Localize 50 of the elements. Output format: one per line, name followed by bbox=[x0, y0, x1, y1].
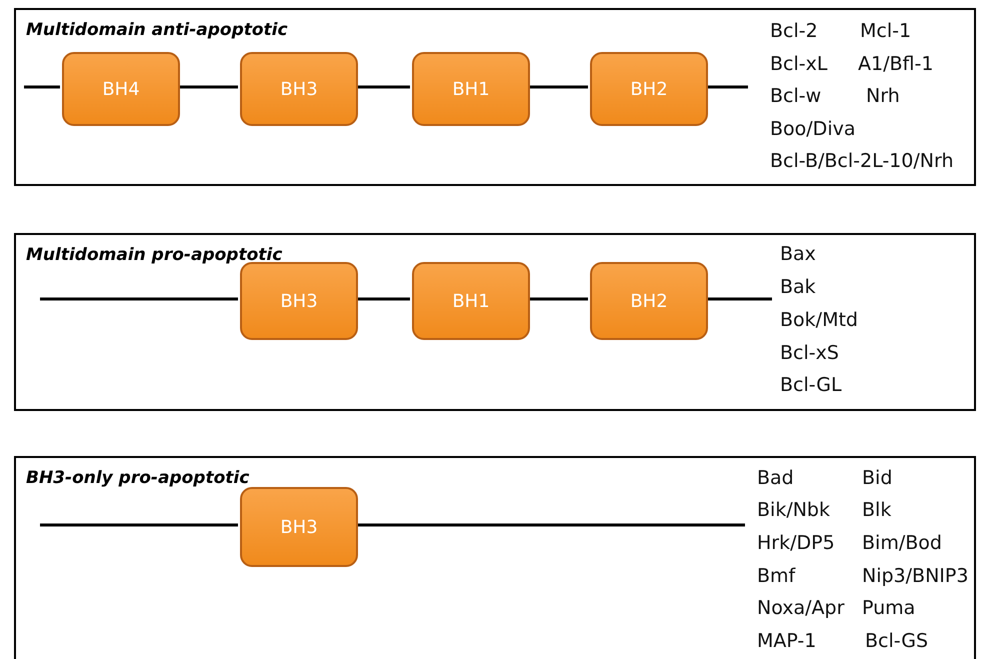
protein-backbone-line bbox=[706, 298, 772, 300]
protein-name: Bcl-B/Bcl-2L-10/Nrh bbox=[770, 150, 954, 172]
protein-name: Bcl-GS bbox=[865, 630, 928, 652]
domain-box: BH2 bbox=[590, 52, 708, 126]
domain-panel bbox=[14, 8, 976, 186]
protein-name: Noxa/Apr bbox=[757, 597, 844, 619]
protein-name: Bmf bbox=[757, 565, 796, 587]
protein-backbone-line bbox=[528, 298, 588, 300]
protein-name: Bcl-GL bbox=[780, 374, 842, 396]
panel-title: Multidomain pro-apoptotic bbox=[26, 245, 282, 265]
domain-box: BH1 bbox=[412, 52, 530, 126]
panel-title: BH3-only pro-apoptotic bbox=[26, 468, 250, 488]
protein-name: Bcl-xS bbox=[780, 342, 839, 364]
protein-name: Bcl-xL bbox=[770, 53, 828, 75]
domain-box: BH3 bbox=[240, 262, 358, 340]
domain-box: BH2 bbox=[590, 262, 708, 340]
domain-box: BH3 bbox=[240, 52, 358, 126]
domain-box: BH4 bbox=[62, 52, 180, 126]
protein-name: Mcl-1 bbox=[860, 20, 912, 42]
protein-name: Bok/Mtd bbox=[780, 309, 858, 331]
protein-name: MAP-1 bbox=[757, 630, 816, 652]
protein-name: Bik/Nbk bbox=[757, 499, 830, 521]
protein-name: Bad bbox=[757, 467, 794, 489]
protein-name: Boo/Diva bbox=[770, 118, 856, 140]
protein-name: Nrh bbox=[866, 85, 900, 107]
protein-backbone-line bbox=[24, 86, 60, 88]
domain-panel bbox=[14, 233, 976, 411]
protein-name: Blk bbox=[862, 499, 892, 521]
domain-box: BH1 bbox=[412, 262, 530, 340]
protein-name: Bax bbox=[780, 243, 816, 265]
protein-name: A1/Bfl-1 bbox=[858, 53, 934, 75]
protein-backbone-line bbox=[356, 86, 410, 88]
panel-title: Multidomain anti-apoptotic bbox=[26, 20, 288, 40]
protein-name: Puma bbox=[862, 597, 916, 619]
protein-backbone-line bbox=[40, 524, 238, 526]
protein-backbone-line bbox=[528, 86, 588, 88]
domain-box: BH3 bbox=[240, 487, 358, 567]
protein-backbone-line bbox=[706, 86, 748, 88]
protein-name: Bim/Bod bbox=[862, 532, 942, 554]
domain-panel bbox=[14, 456, 976, 659]
protein-backbone-line bbox=[356, 524, 745, 526]
protein-name: Bcl-w bbox=[770, 85, 822, 107]
protein-name: Bak bbox=[780, 276, 816, 298]
protein-name: Hrk/DP5 bbox=[757, 532, 835, 554]
protein-name: Nip3/BNIP3 bbox=[862, 565, 968, 587]
protein-backbone-line bbox=[40, 298, 238, 300]
protein-backbone-line bbox=[356, 298, 410, 300]
protein-backbone-line bbox=[178, 86, 238, 88]
protein-name: Bcl-2 bbox=[770, 20, 818, 42]
protein-name: Bid bbox=[862, 467, 892, 489]
